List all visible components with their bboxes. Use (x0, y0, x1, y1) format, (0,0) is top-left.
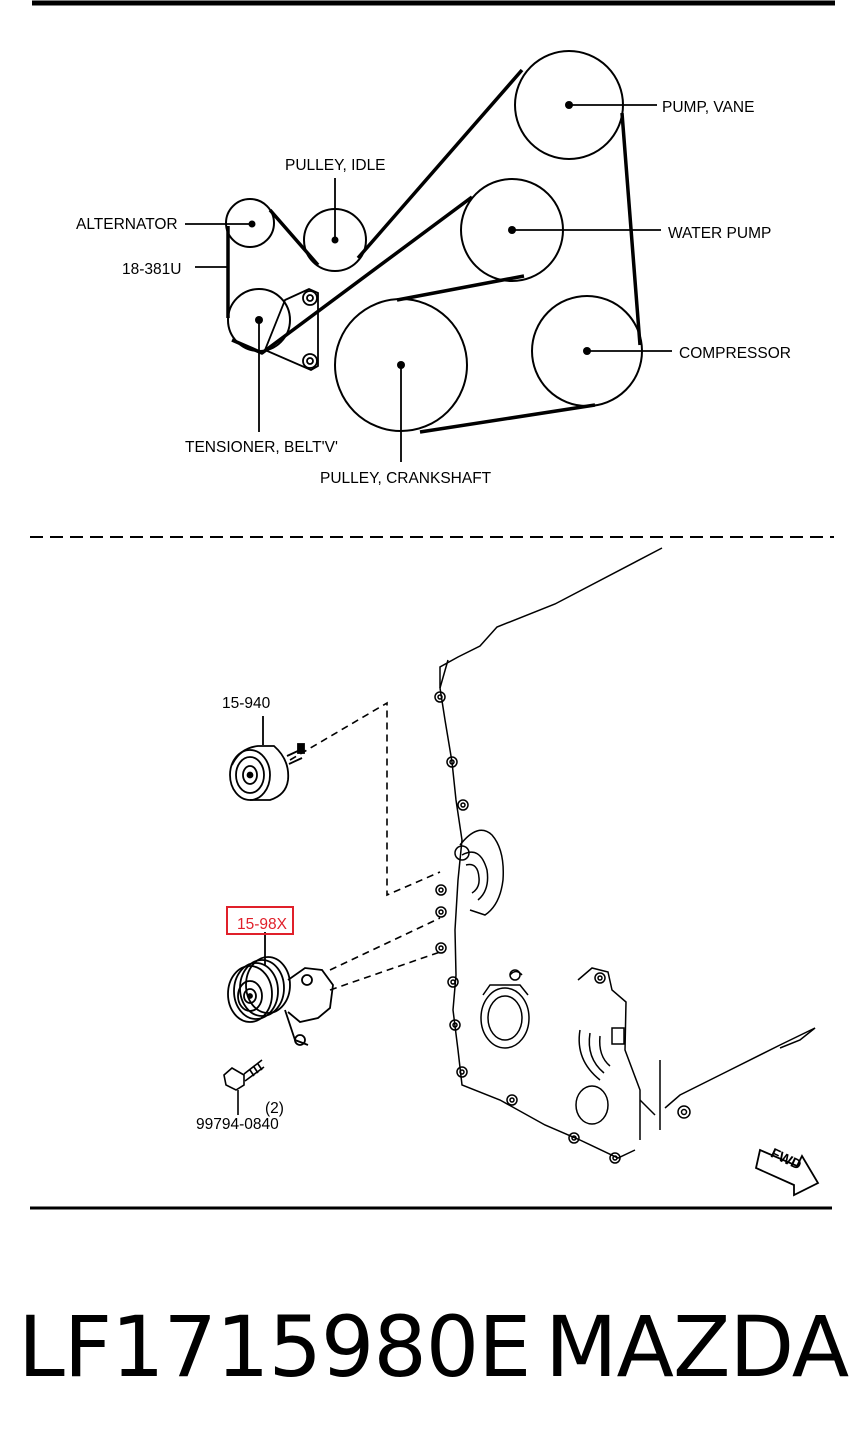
footer: LF1715980E MAZDA (0, 1292, 864, 1402)
brand-name: MAZDA (545, 1298, 849, 1396)
tensioner-bracket (263, 288, 319, 372)
drive-belt (226, 68, 642, 434)
belt-code-label: 18-381U (122, 261, 181, 278)
assembly-dashes (289, 701, 441, 991)
pulley-crankshaft-label: PULLEY, CRANKSHAFT (320, 470, 492, 487)
fwd-arrow-icon: FWD (754, 1145, 820, 1197)
bolt-qty-label: (2) (265, 1100, 284, 1117)
tensioner-assembly-part (227, 932, 334, 1046)
idler-part-label: 15-940 (222, 695, 271, 712)
water-pump-label: WATER PUMP (668, 225, 771, 242)
tensioner-label: TENSIONER, BELT'V' (185, 439, 338, 456)
bolt-part-label: 99794-0840 (196, 1116, 279, 1133)
tensioner-part-label: 15-98X (237, 916, 288, 933)
fwd-label: FWD (769, 1145, 805, 1173)
highlight-box (226, 906, 294, 935)
alternator-pulley (225, 198, 275, 248)
engine-block-outline (434, 547, 816, 1164)
idler-pulley-part (229, 716, 305, 801)
compressor-label: COMPRESSOR (679, 345, 791, 362)
pump-vane-label: PUMP, VANE (662, 99, 754, 116)
alternator-label: ALTERNATOR (76, 216, 178, 233)
pulley-idle-label: PULLEY, IDLE (285, 157, 386, 174)
belt-diagram (185, 50, 672, 462)
bolt-part (223, 1059, 265, 1115)
part-number: LF1715980E (18, 1298, 531, 1396)
